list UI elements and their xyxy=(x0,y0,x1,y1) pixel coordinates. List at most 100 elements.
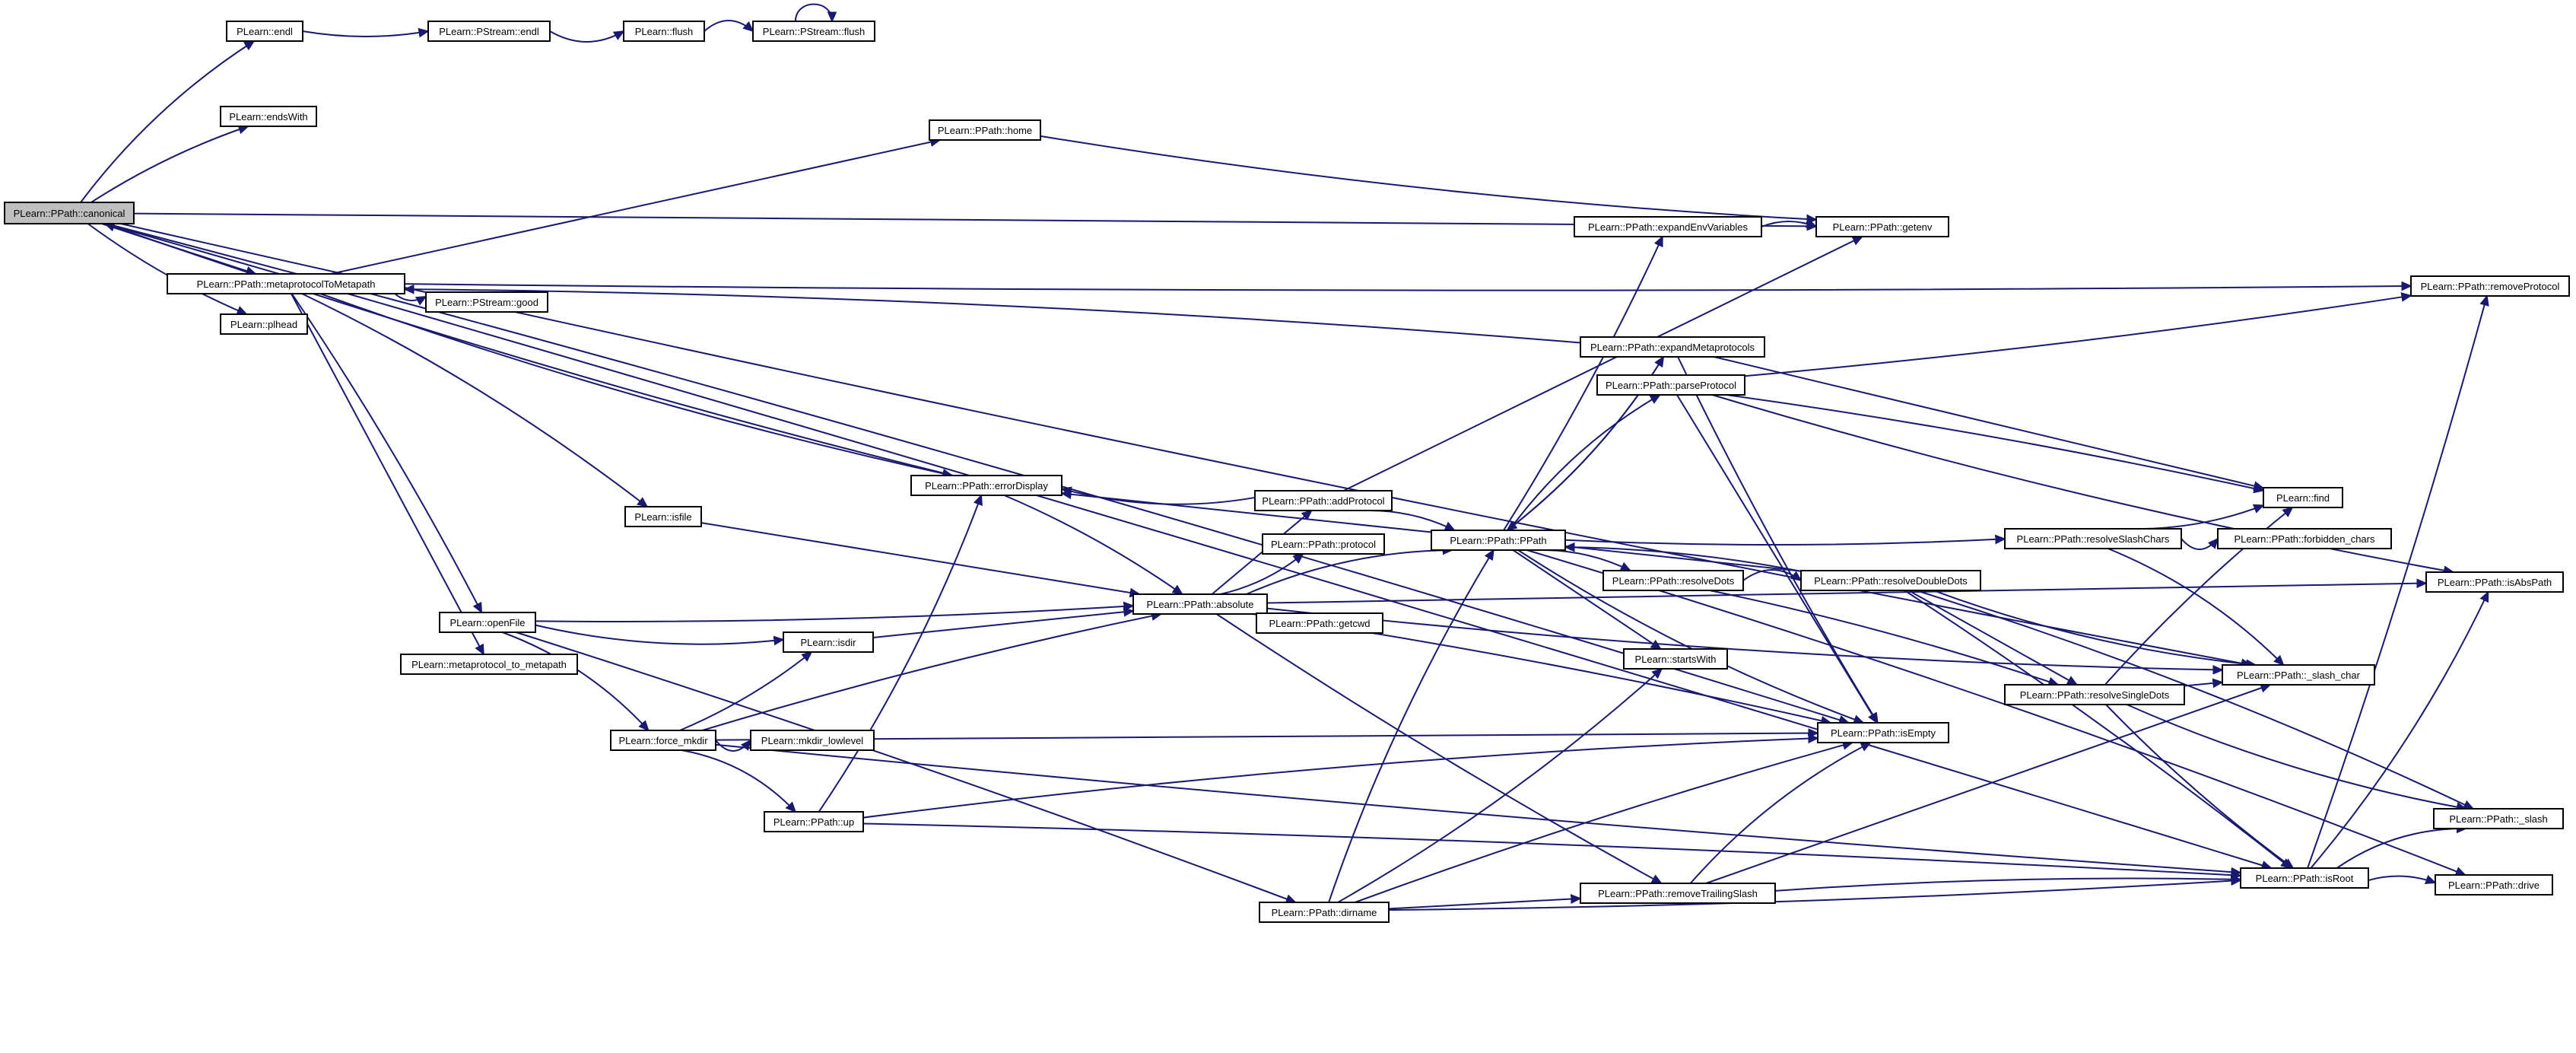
node-isdir[interactable]: PLearn::isdir xyxy=(783,631,874,653)
node-label: PLearn::PPath::canonical xyxy=(14,208,125,219)
node-mkdir_lowlevel[interactable]: PLearn::mkdir_lowlevel xyxy=(750,730,875,751)
edge-resolveSingleDots-to-isRoot xyxy=(2105,704,2293,868)
node-openFile[interactable]: PLearn::openFile xyxy=(439,612,536,633)
node-removeTrailing[interactable]: PLearn::PPath::removeTrailingSlash xyxy=(1580,883,1776,904)
node-expandEnv[interactable]: PLearn::PPath::expandEnvVariables xyxy=(1574,216,1762,237)
node-expandMeta[interactable]: PLearn::PPath::expandMetaprotocols xyxy=(1580,336,1765,358)
node-label: PLearn::PPath::forbidden_chars xyxy=(2234,533,2375,545)
node-label: PLearn::PPath::isRoot xyxy=(2256,873,2354,884)
node-label: PLearn::PPath::_slash xyxy=(2449,813,2547,825)
node-dirname[interactable]: PLearn::PPath::dirname xyxy=(1259,902,1390,923)
node-pstream_endl[interactable]: PLearn::PStream::endl xyxy=(427,21,551,42)
edge-force_mkdir-to-up xyxy=(681,749,796,812)
node-resolveSingleDots[interactable]: PLearn::PPath::resolveSingleDots xyxy=(2004,684,2185,705)
edge-openFile-to-force_mkdir xyxy=(502,631,648,730)
node-resolveDoubleDots[interactable]: PLearn::PPath::resolveDoubleDots xyxy=(1800,570,1981,591)
edge-absolute-to-slash_char xyxy=(1266,607,2222,670)
node-label: PLearn::PPath::addProtocol xyxy=(1262,495,1384,507)
node-up[interactable]: PLearn::PPath::up xyxy=(764,811,864,832)
node-pstream_good[interactable]: PLearn::PStream::good xyxy=(425,291,548,313)
edge-absolute-to-ppath xyxy=(1246,550,1453,595)
edge-force_mkdir-to-absolute xyxy=(701,614,1161,731)
node-box xyxy=(2222,664,2375,686)
node-ppath[interactable]: PLearn::PPath::PPath xyxy=(1431,530,1566,551)
edge-dirname-to-ppath xyxy=(1328,550,1494,903)
edge-ppath-to-startsWith xyxy=(1512,549,1660,649)
edge-resolveSlashChars-to-find xyxy=(2143,505,2263,530)
node-label: PLearn::PPath::removeTrailingSlash xyxy=(1598,888,1758,899)
node-forbidden[interactable]: PLearn::PPath::forbidden_chars xyxy=(2217,528,2392,549)
edge-up-to-isEmpty xyxy=(862,738,1818,819)
edge-metaproto-to-home xyxy=(330,140,940,275)
node-getcwd[interactable]: PLearn::PPath::getcwd xyxy=(1256,612,1383,634)
node-label: PLearn::endl xyxy=(237,26,293,37)
node-find[interactable]: PLearn::find xyxy=(2263,487,2343,508)
edge-canonical-to-isEmpty xyxy=(106,223,1849,723)
edge-parseProtocol-to-removeProtocol xyxy=(1744,296,2411,377)
edge-ppath-to-expandEnv xyxy=(1503,237,1663,531)
node-metaproto[interactable]: PLearn::PPath::metaprotocolToMetapath xyxy=(167,273,405,294)
node-isAbsPath[interactable]: PLearn::PPath::isAbsPath xyxy=(2425,571,2564,593)
node-removeProtocol[interactable]: PLearn::PPath::removeProtocol xyxy=(2410,275,2570,297)
node-box xyxy=(1574,216,1762,237)
node-protocol[interactable]: PLearn::PPath::protocol xyxy=(1262,533,1385,555)
node-box xyxy=(1602,570,1744,591)
node-canonical[interactable]: PLearn::PPath::canonical xyxy=(4,202,135,224)
edge-resolveDoubleDots-to-resolveSingleDots xyxy=(1907,590,2077,686)
node-slash[interactable]: PLearn::PPath::_slash xyxy=(2433,808,2564,829)
node-getenv[interactable]: PLearn::PPath::getenv xyxy=(1815,216,1949,237)
node-parseProtocol[interactable]: PLearn::PPath::parseProtocol xyxy=(1596,374,1745,396)
edge-canonical-to-isRoot xyxy=(104,223,2271,868)
node-home[interactable]: PLearn::PPath::home xyxy=(929,119,1041,141)
edge-absolute-to-protocol xyxy=(1220,554,1304,595)
edge-flush-to-pstream_flush xyxy=(704,20,753,31)
node-slash_char[interactable]: PLearn::PPath::_slash_char xyxy=(2222,664,2375,686)
node-label: PLearn::PPath::isAbsPath xyxy=(2438,577,2552,588)
node-force_mkdir[interactable]: PLearn::force_mkdir xyxy=(610,730,716,751)
edge-metaproto-to-removeProtocol xyxy=(404,284,2411,290)
edge-canonical-to-getenv xyxy=(133,212,1816,227)
node-box xyxy=(2425,571,2564,593)
edge-isdir-to-absolute xyxy=(872,611,1133,638)
node-meta_to_meta[interactable]: PLearn::metaprotocol_to_metapath xyxy=(400,654,578,675)
edge-ppath-to-drive xyxy=(1526,549,2466,875)
edge-isfile-to-absolute xyxy=(700,522,1139,594)
node-plhead[interactable]: PLearn::plhead xyxy=(220,313,308,335)
edge-resolveDoubleDots-to-isRoot xyxy=(1904,590,2291,868)
node-isEmpty[interactable]: PLearn::PPath::isEmpty xyxy=(1817,722,1949,743)
edge-absolute-to-isAbsPath xyxy=(1266,584,2426,604)
node-endsWith[interactable]: PLearn::endsWith xyxy=(220,106,317,127)
node-drive[interactable]: PLearn::PPath::drive xyxy=(2435,874,2553,896)
node-resolveSlashChars[interactable]: PLearn::PPath::resolveSlashChars xyxy=(2004,528,2182,549)
edge-resolveDoubleDots-to-slash_char xyxy=(1933,590,2256,665)
edge-removeTrailing-to-slash_char xyxy=(1705,685,2270,884)
edge-force_mkdir-to-isdir xyxy=(679,652,812,731)
node-box xyxy=(1262,533,1385,555)
edge-openFile-to-absolute xyxy=(535,606,1133,622)
node-flush[interactable]: PLearn::flush xyxy=(623,21,705,42)
node-isfile[interactable]: PLearn::isfile xyxy=(624,506,702,527)
node-addProtocol[interactable]: PLearn::PPath::addProtocol xyxy=(1254,490,1393,511)
edge-canonical-to-plhead xyxy=(87,223,247,314)
node-box xyxy=(610,730,716,751)
node-absolute[interactable]: PLearn::PPath::absolute xyxy=(1132,593,1268,615)
node-box xyxy=(1259,902,1390,923)
node-endl[interactable]: PLearn::endl xyxy=(226,21,303,42)
node-label: PLearn::flush xyxy=(635,26,694,37)
node-label: PLearn::metaprotocol_to_metapath xyxy=(411,659,567,670)
node-resolveDots[interactable]: PLearn::PPath::resolveDots xyxy=(1602,570,1744,591)
node-box xyxy=(2263,487,2343,508)
node-pstream_flush[interactable]: PLearn::PStream::flush xyxy=(752,21,875,42)
node-box xyxy=(2217,528,2392,549)
node-errorDisplay[interactable]: PLearn::PPath::errorDisplay xyxy=(910,475,1062,496)
node-label: PLearn::mkdir_lowlevel xyxy=(761,735,864,746)
node-box xyxy=(1580,336,1765,358)
node-isRoot[interactable]: PLearn::PPath::isRoot xyxy=(2240,867,2369,889)
edge-pstream_flush-to-pstream_flush xyxy=(795,3,832,22)
node-startsWith[interactable]: PLearn::startsWith xyxy=(1623,648,1728,670)
node-label: PLearn::PStream::flush xyxy=(763,26,865,37)
node-box xyxy=(624,506,702,527)
node-box xyxy=(1254,490,1393,511)
edge-ppath-to-resolveSlashChars xyxy=(1564,539,2005,546)
node-box xyxy=(220,313,308,335)
